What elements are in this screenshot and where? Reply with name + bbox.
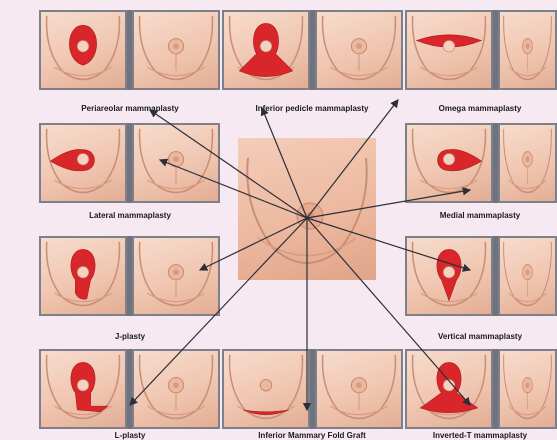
breast-drawing [41, 351, 125, 427]
periareolar-caption: Periareolar mammaplasty [40, 104, 220, 113]
vertical-before-panel [405, 236, 493, 316]
lateral-caption: Lateral mammaplasty [40, 211, 220, 220]
periareolar-before-panel [39, 10, 127, 90]
l-plasty-before-panel [39, 349, 127, 429]
breast-drawing [41, 125, 125, 201]
omega-after-panel [498, 10, 557, 90]
breast-drawing [407, 351, 491, 427]
breast-drawing [224, 12, 308, 88]
breast-drawing [41, 238, 125, 314]
breast-drawing [500, 351, 555, 427]
breast-drawing [134, 238, 218, 314]
breast-drawing [224, 351, 308, 427]
breast-drawing [41, 12, 125, 88]
breast-drawing [407, 238, 491, 314]
inferior-pedicle-before-panel [222, 10, 310, 90]
breast-drawing [500, 12, 555, 88]
inverted-t-before-panel [405, 349, 493, 429]
inferior-pedicle-after-panel [315, 10, 403, 90]
medial-after-panel [498, 123, 557, 203]
periareolar-after-panel [132, 10, 220, 90]
medial-caption: Medial mammaplasty [405, 211, 555, 220]
center-breast-illustration [238, 138, 376, 280]
omega-before-panel [405, 10, 493, 90]
l-plasty-after-panel [132, 349, 220, 429]
breast-drawing [134, 351, 218, 427]
center-breast-drawing [238, 138, 376, 280]
lateral-after-panel [132, 123, 220, 203]
breast-drawing [500, 125, 555, 201]
breast-drawing [500, 238, 555, 314]
medial-before-panel [405, 123, 493, 203]
j-plasty-before-panel [39, 236, 127, 316]
breast-drawing [317, 351, 401, 427]
j-plasty-after-panel [132, 236, 220, 316]
breast-drawing [134, 125, 218, 201]
vertical-after-panel [498, 236, 557, 316]
inferior-fold-after-panel [315, 349, 403, 429]
omega-caption: Omega mammaplasty [405, 104, 555, 113]
vertical-caption: Vertical mammaplasty [405, 332, 555, 341]
breast-drawing [134, 12, 218, 88]
breast-drawing [407, 12, 491, 88]
breast-drawing [407, 125, 491, 201]
lateral-before-panel [39, 123, 127, 203]
breast-drawing [317, 12, 401, 88]
inverted-t-after-panel [498, 349, 557, 429]
inferior-pedicle-caption: Inferior pedicle mammaplasty [222, 104, 402, 113]
inferior-fold-before-panel [222, 349, 310, 429]
j-plasty-caption: J-plasty [40, 332, 220, 341]
